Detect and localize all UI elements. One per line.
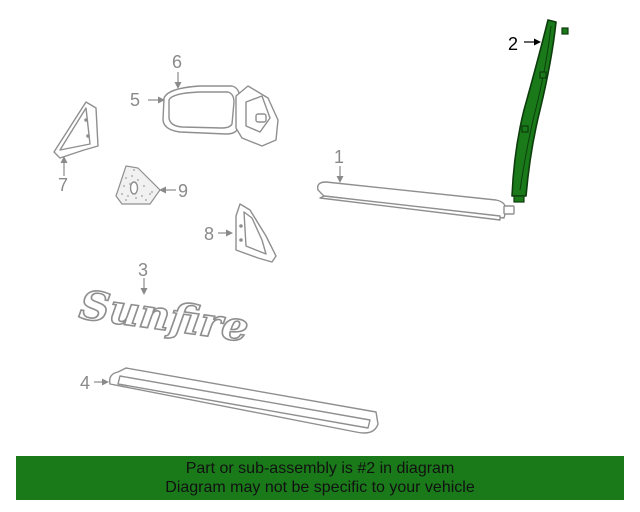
callout-2[interactable]: 2 (508, 34, 518, 54)
part-5-mirror-assembly[interactable] (162, 85, 279, 147)
part-7-mirror-patch[interactable] (53, 101, 99, 159)
callout-6[interactable]: 6 (172, 52, 182, 72)
callout-8[interactable]: 8 (204, 224, 214, 244)
callout-3[interactable]: 3 (138, 260, 148, 280)
part-4-rocker-molding[interactable] (108, 367, 379, 434)
part-3-emblem[interactable]: Sunfire (76, 281, 252, 353)
emblem-lettering: Sunfire (77, 281, 252, 351)
banner-line-2: Diagram may not be specific to your vehi… (165, 479, 475, 496)
part-2-pillar-molding[interactable] (511, 19, 569, 203)
part-9-mirror-gasket[interactable] (115, 165, 161, 205)
part-1-door-molding[interactable] (316, 181, 515, 221)
parts-diagram: 7 5 6 9 8 (53, 19, 569, 434)
callout-1[interactable]: 1 (334, 147, 344, 167)
callout-9[interactable]: 9 (178, 181, 188, 201)
callout-4[interactable]: 4 (80, 373, 90, 393)
callout-7[interactable]: 7 (58, 175, 68, 195)
banner-line-1: Part or sub-assembly is #2 in diagram (185, 460, 455, 477)
callout-5[interactable]: 5 (130, 90, 140, 110)
info-banner: Part or sub-assembly is #2 in diagram Di… (16, 456, 624, 500)
part-8-mirror-patch[interactable] (235, 203, 277, 263)
